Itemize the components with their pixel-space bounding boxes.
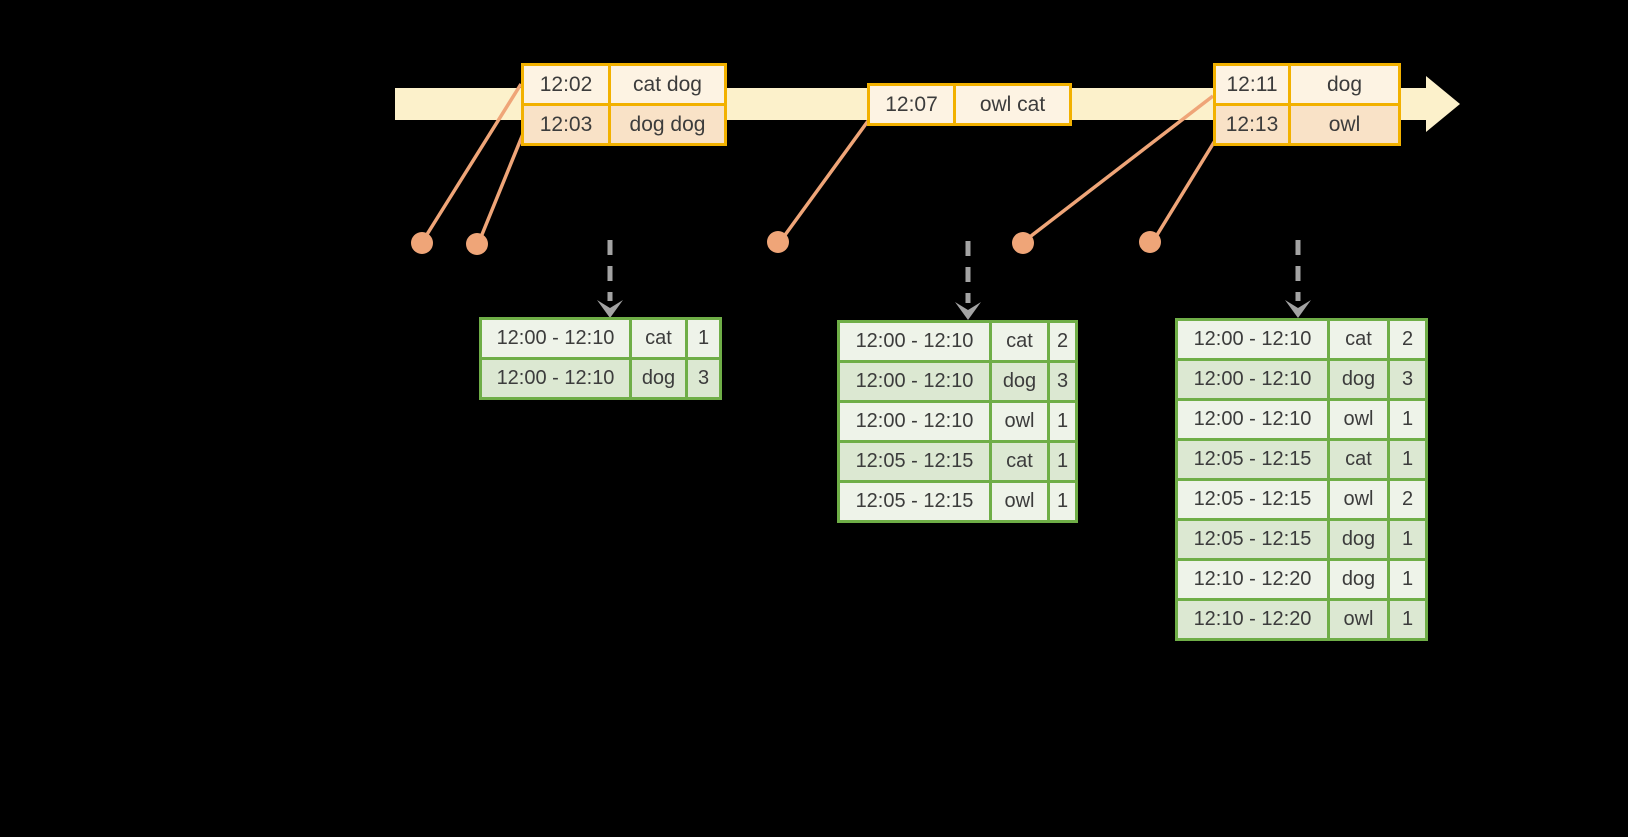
count-cell: 2 [1387, 478, 1428, 521]
count-cell: 3 [1047, 360, 1078, 403]
event-time-cell: 12:07 [867, 83, 956, 126]
event-words-cell: cat dog [608, 63, 727, 106]
word-cell: owl [1327, 478, 1390, 521]
window-cell: 12:00 - 12:10 [479, 317, 632, 360]
connector-line [1029, 94, 1215, 238]
window-cell: 12:00 - 12:10 [1175, 358, 1330, 401]
event-dot [767, 231, 789, 253]
word-cell: dog [1327, 358, 1390, 401]
count-cell: 2 [1387, 318, 1428, 361]
trigger-arrowhead-icon [1285, 300, 1311, 318]
window-cell: 12:00 - 12:10 [837, 320, 992, 363]
window-cell: 12:00 - 12:10 [837, 360, 992, 403]
event-time-cell: 12:02 [521, 63, 611, 106]
word-cell: owl [1327, 398, 1390, 441]
count-cell: 1 [1387, 558, 1428, 601]
word-cell: cat [1327, 318, 1390, 361]
window-cell: 12:10 - 12:20 [1175, 598, 1330, 641]
connector-line [424, 83, 523, 237]
timeline-arrowhead-icon [1426, 76, 1460, 132]
trigger-arrowhead-icon [597, 300, 623, 318]
word-cell: cat [629, 317, 688, 360]
window-cell: 12:10 - 12:20 [1175, 558, 1330, 601]
event-words-cell: owl cat [953, 83, 1072, 126]
count-cell: 1 [1047, 400, 1078, 443]
count-cell: 1 [1047, 440, 1078, 483]
window-cell: 12:00 - 12:10 [479, 357, 632, 400]
word-cell: cat [989, 440, 1050, 483]
count-cell: 1 [1387, 598, 1428, 641]
window-cell: 12:05 - 12:15 [1175, 518, 1330, 561]
connector-line [1155, 138, 1218, 236]
word-cell: dog [1327, 518, 1390, 561]
word-cell: owl [1327, 598, 1390, 641]
count-cell: 1 [1387, 518, 1428, 561]
trigger-arrowhead-icon [955, 302, 981, 320]
event-time-cell: 12:13 [1213, 103, 1291, 146]
word-cell: cat [989, 320, 1050, 363]
count-cell: 1 [1047, 480, 1078, 523]
window-cell: 12:05 - 12:15 [1175, 438, 1330, 481]
event-dot [1012, 232, 1034, 254]
connector-line [479, 123, 529, 238]
window-cell: 12:00 - 12:10 [837, 400, 992, 443]
count-cell: 2 [1047, 320, 1078, 363]
event-time-cell: 12:11 [1213, 63, 1291, 106]
word-cell: owl [989, 400, 1050, 443]
window-cell: 12:05 - 12:15 [1175, 478, 1330, 521]
event-dot [411, 232, 433, 254]
connector-line [783, 119, 870, 237]
event-words-cell: dog [1288, 63, 1401, 106]
window-cell: 12:00 - 12:10 [1175, 318, 1330, 361]
count-cell: 1 [1387, 438, 1428, 481]
word-cell: dog [989, 360, 1050, 403]
count-cell: 3 [1387, 358, 1428, 401]
word-cell: dog [629, 357, 688, 400]
count-cell: 3 [685, 357, 722, 400]
event-dot [1139, 231, 1161, 253]
event-dot [466, 233, 488, 255]
window-cell: 12:05 - 12:15 [837, 440, 992, 483]
word-cell: dog [1327, 558, 1390, 601]
event-words-cell: dog dog [608, 103, 727, 146]
event-words-cell: owl [1288, 103, 1401, 146]
word-cell: owl [989, 480, 1050, 523]
count-cell: 1 [1387, 398, 1428, 441]
window-cell: 12:00 - 12:10 [1175, 398, 1330, 441]
count-cell: 1 [685, 317, 722, 360]
event-time-cell: 12:03 [521, 103, 611, 146]
word-cell: cat [1327, 438, 1390, 481]
window-cell: 12:05 - 12:15 [837, 480, 992, 523]
